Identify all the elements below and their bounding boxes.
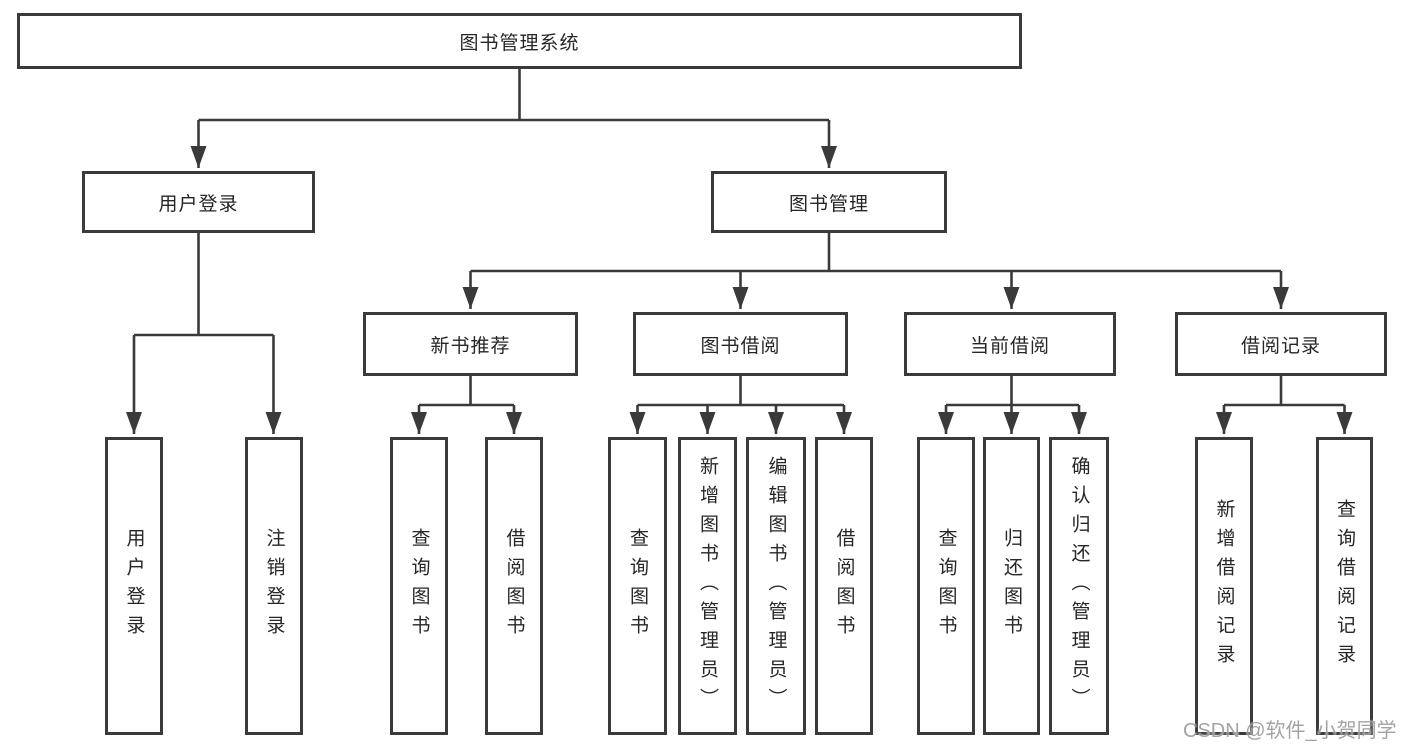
leaf-borrowing-query-books: 查询图书 (608, 437, 667, 735)
node-user-login: 用户登录 (82, 171, 315, 233)
node-label: 当前借阅 (969, 335, 1050, 357)
node-label: 借阅记录 (1240, 335, 1321, 357)
leaf-label: 新增借阅记录 (1213, 499, 1235, 673)
leaf-logout: 注销登录 (245, 437, 303, 735)
leaf-recommend-borrow-books: 借阅图书 (485, 437, 543, 735)
leaf-borrowing-borrow-books: 借阅图书 (815, 437, 873, 735)
leaf-label: 用户登录 (123, 528, 145, 644)
watermark-text: CSDN @软件_小贺同学 (1183, 720, 1397, 742)
leaf-query-borrow-record: 查询借阅记录 (1316, 437, 1373, 735)
leaf-edit-books-admin: 编辑图书（管理员） (746, 437, 806, 735)
leaf-add-borrow-record: 新增借阅记录 (1195, 437, 1253, 735)
node-book-borrowing: 图书借阅 (633, 312, 848, 376)
leaf-label: 查询图书 (408, 528, 430, 644)
leaf-recommend-query-books: 查询图书 (390, 437, 448, 735)
leaf-return-books: 归还图书 (983, 437, 1040, 735)
leaf-label: 查询图书 (935, 528, 957, 644)
leaf-user-login: 用户登录 (105, 437, 163, 735)
node-current-borrowing: 当前借阅 (904, 312, 1116, 376)
leaf-label: 借阅图书 (503, 528, 525, 644)
node-borrowing-records: 借阅记录 (1175, 312, 1387, 376)
leaf-label: 归还图书 (1001, 528, 1022, 644)
leaf-label: 编辑图书（管理员） (765, 455, 787, 717)
leaf-current-query-books: 查询图书 (917, 437, 975, 735)
node-label: 图书管理 (788, 193, 869, 215)
leaf-label: 查询借阅记录 (1334, 499, 1355, 673)
leaf-label: 新增图书（管理员） (697, 455, 718, 717)
leaf-confirm-return-admin: 确认归还（管理员） (1049, 437, 1109, 735)
leaf-label: 确认归还（管理员） (1068, 455, 1090, 717)
node-label: 图书管理系统 (459, 32, 580, 54)
leaf-add-books-admin: 新增图书（管理员） (678, 437, 737, 735)
node-label: 新书推荐 (430, 335, 511, 357)
leaf-label: 查询图书 (627, 528, 648, 644)
node-book-management-system: 图书管理系统 (17, 13, 1022, 69)
node-label: 用户登录 (158, 193, 239, 215)
node-book-management: 图书管理 (711, 171, 947, 233)
leaf-label: 借阅图书 (833, 528, 855, 644)
node-label: 图书借阅 (700, 335, 781, 357)
leaf-label: 注销登录 (263, 528, 285, 644)
node-new-book-recommend: 新书推荐 (363, 312, 578, 376)
